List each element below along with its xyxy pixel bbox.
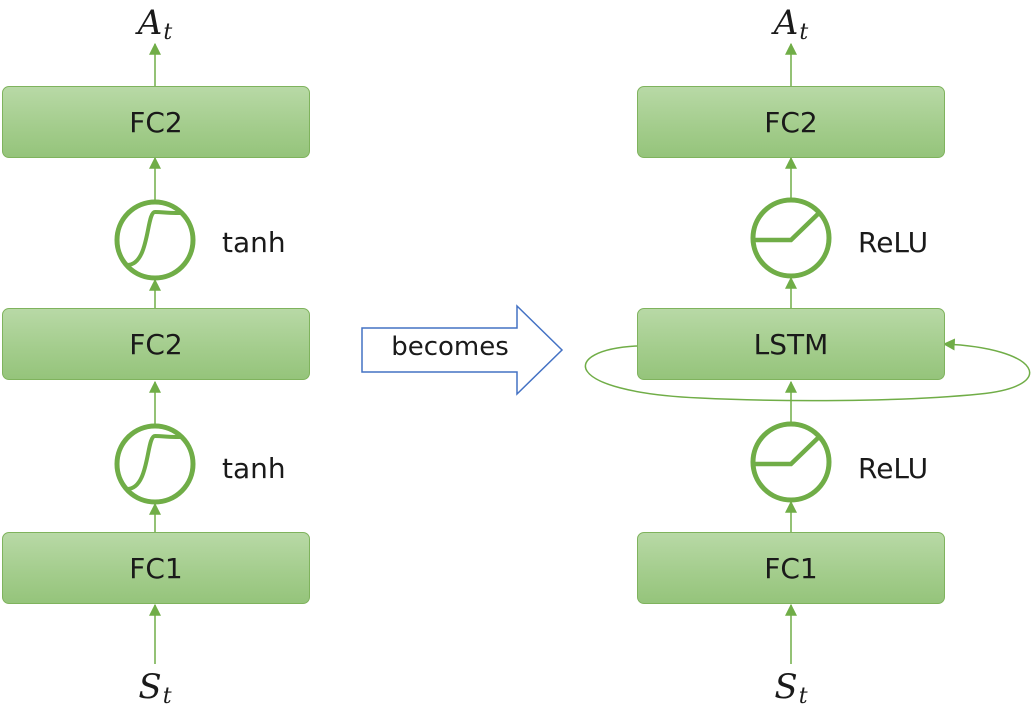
left-input-variable: St bbox=[138, 667, 172, 709]
right-activation-label-top: ReLU bbox=[858, 226, 929, 259]
left-fc1-block: FC1 bbox=[2, 532, 310, 604]
left-fc2-top-block: FC2 bbox=[2, 86, 310, 158]
left-fc2-mid-block: FC2 bbox=[2, 308, 310, 380]
left-output-variable: At bbox=[137, 3, 173, 45]
becomes-label: becomes bbox=[391, 332, 509, 362]
left-activation-label-bottom: tanh bbox=[222, 452, 286, 485]
left-activation-label-top: tanh bbox=[222, 226, 286, 259]
right-output-variable: At bbox=[773, 3, 809, 45]
right-lstm-block: LSTM bbox=[637, 308, 945, 380]
right-activation-label-bottom: ReLU bbox=[858, 452, 929, 485]
right-fc1-block: FC1 bbox=[637, 532, 945, 604]
relu-icon bbox=[750, 421, 832, 503]
tanh-icon bbox=[114, 423, 196, 505]
relu-icon bbox=[750, 197, 832, 279]
tanh-icon bbox=[114, 199, 196, 281]
right-input-variable: St bbox=[774, 667, 808, 709]
lstm-recurrent-loop bbox=[584, 338, 1031, 402]
becomes-arrow bbox=[361, 304, 564, 396]
right-fc2-block: FC2 bbox=[637, 86, 945, 158]
